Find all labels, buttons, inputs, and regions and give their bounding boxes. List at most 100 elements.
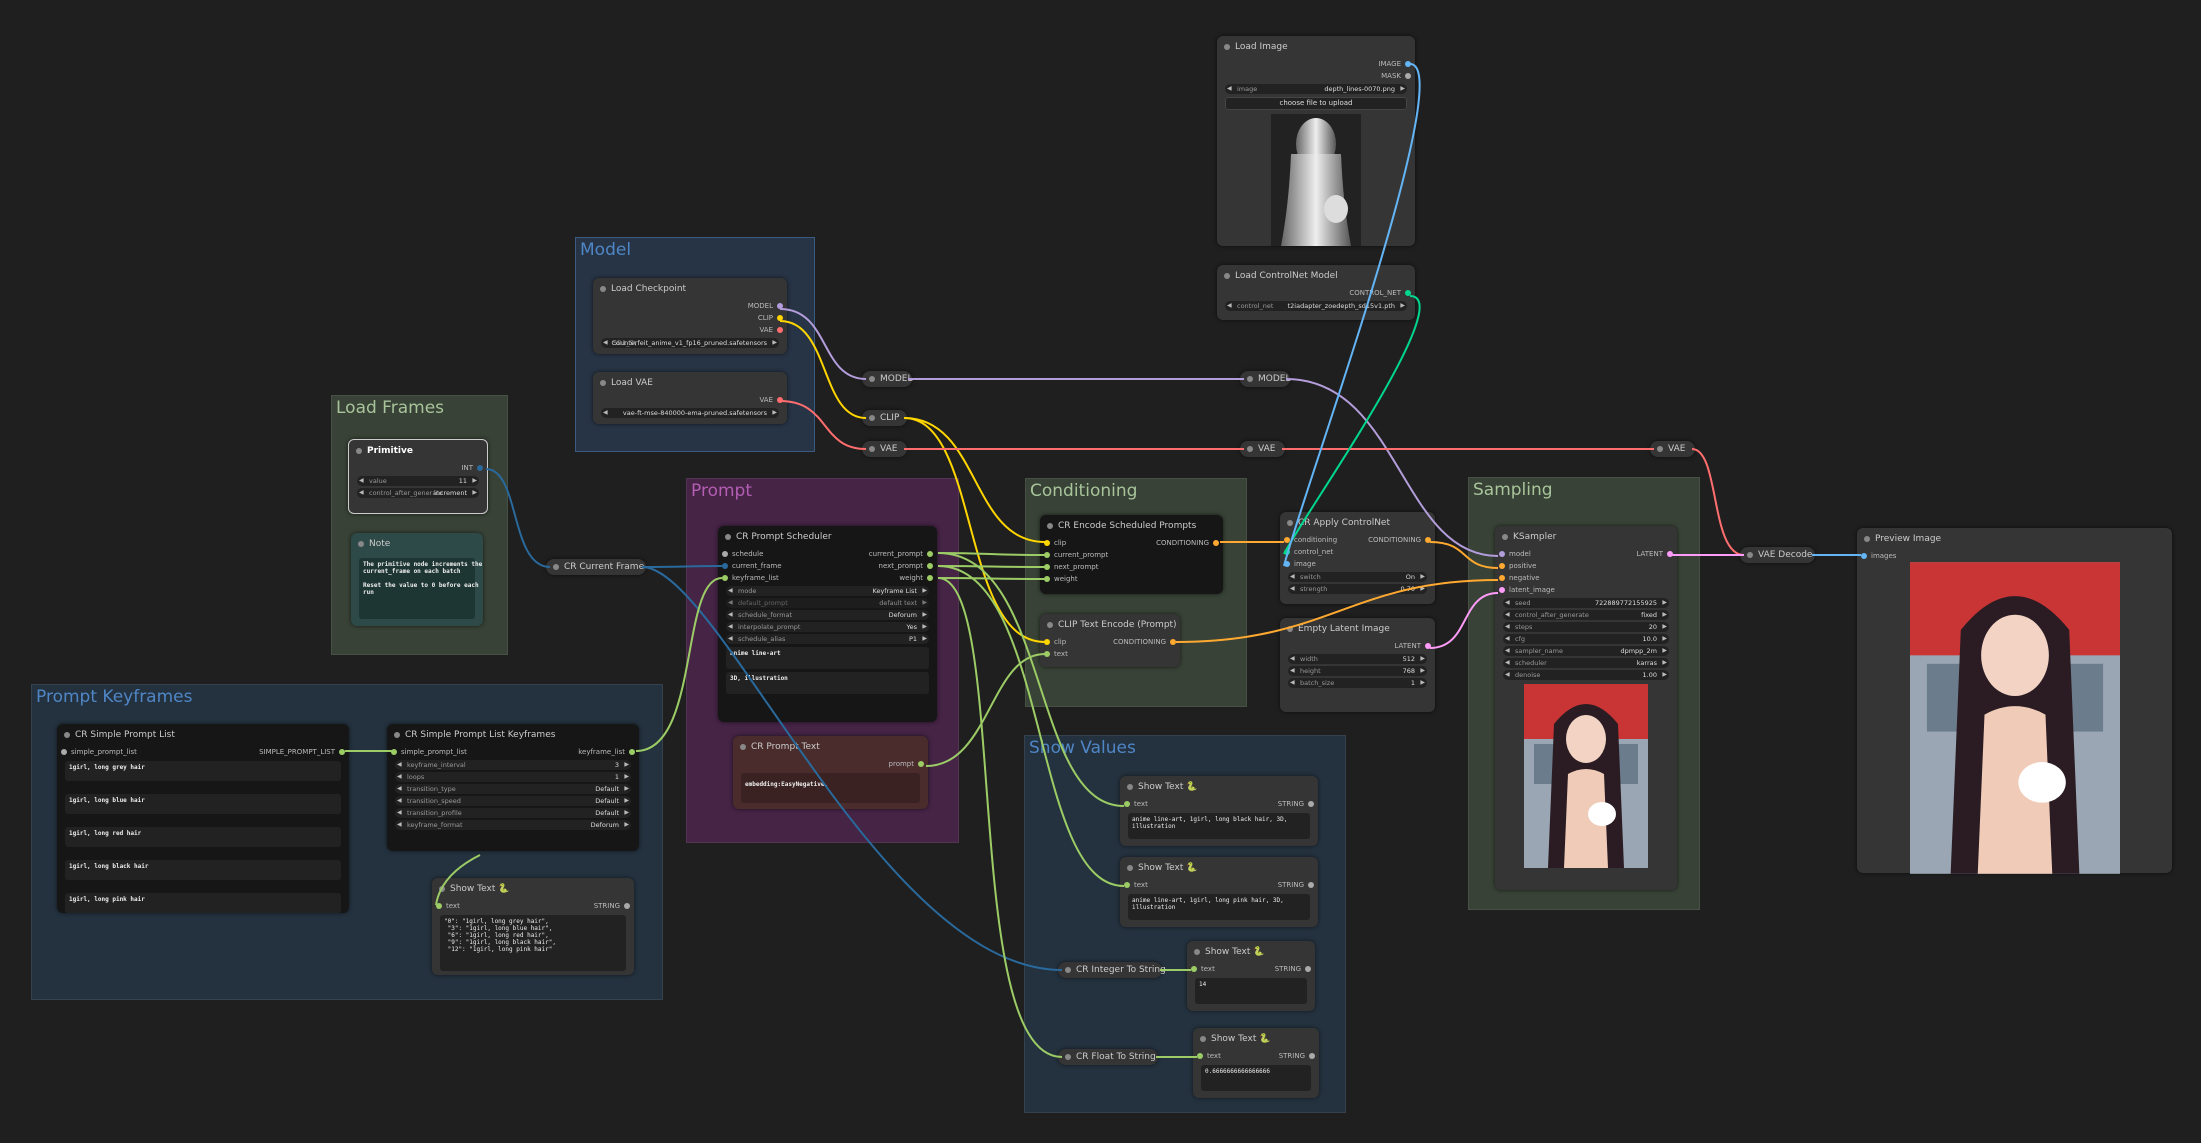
input-slot[interactable] bbox=[1499, 551, 1505, 557]
input-slot[interactable] bbox=[1197, 1053, 1203, 1059]
node-show-text-keyframes[interactable]: Show Text 🐍 text STRING "0": "1girl, lon… bbox=[432, 878, 634, 975]
node-cr-prompt-scheduler[interactable]: CR Prompt Scheduler schedule current_fra… bbox=[718, 526, 937, 722]
node-vae-decode[interactable]: VAE Decode bbox=[1740, 547, 1815, 563]
output-slot[interactable] bbox=[777, 303, 783, 309]
prompt-item-5[interactable]: 1girl, long pink hair bbox=[65, 893, 341, 913]
input-slot[interactable] bbox=[1044, 540, 1050, 546]
input-slot[interactable] bbox=[391, 749, 397, 755]
prompt-prepend-text[interactable]: anime line-art bbox=[726, 647, 929, 669]
input-slot[interactable] bbox=[1044, 639, 1050, 645]
output-slot[interactable] bbox=[629, 749, 635, 755]
output-slot[interactable] bbox=[477, 465, 483, 471]
input-slot[interactable] bbox=[1124, 882, 1130, 888]
input-slot[interactable] bbox=[722, 575, 728, 581]
prompt-append-text[interactable]: 3D, illustration bbox=[726, 672, 929, 694]
show-text-output[interactable]: anime line-art, 1girl, long pink hair, 3… bbox=[1128, 894, 1310, 920]
input-slot[interactable] bbox=[61, 749, 67, 755]
output-slot[interactable] bbox=[1213, 540, 1219, 546]
node-preview-image[interactable]: Preview Image images bbox=[1857, 528, 2172, 874]
reroute-vae-2[interactable]: VAE bbox=[1240, 441, 1285, 457]
note-text[interactable]: The primitive node increments the curren… bbox=[359, 558, 482, 619]
input-slot[interactable] bbox=[1284, 549, 1290, 555]
input-slot[interactable] bbox=[1284, 561, 1290, 567]
node-load-checkpoint[interactable]: Load Checkpoint MODEL CLIP VAE SD1_5\Cou… bbox=[593, 278, 787, 354]
reroute-vae[interactable]: VAE bbox=[862, 441, 907, 457]
input-slot[interactable] bbox=[1861, 553, 1867, 559]
reroute-model-2[interactable]: MODEL bbox=[1240, 371, 1290, 387]
control-net-combo[interactable]: control_nett2iadapter_zoedepth_sd15v1.pt… bbox=[1225, 301, 1407, 311]
node-note[interactable]: Note The primitive node increments the c… bbox=[351, 533, 483, 626]
show-text-output[interactable]: anime line-art, 1girl, long black hair, … bbox=[1128, 813, 1310, 839]
node-cr-simple-prompt-list[interactable]: CR Simple Prompt List simple_prompt_list… bbox=[57, 724, 349, 913]
input-slot[interactable] bbox=[1044, 651, 1050, 657]
output-slot[interactable] bbox=[1405, 290, 1411, 296]
output-slot[interactable] bbox=[1308, 882, 1314, 888]
output-slot[interactable] bbox=[777, 327, 783, 333]
input-slot[interactable] bbox=[1499, 587, 1505, 593]
show-text-output[interactable]: 0.6666666666666666 bbox=[1201, 1065, 1311, 1091]
output-slot[interactable] bbox=[1405, 73, 1411, 79]
node-show-text-weight[interactable]: Show Text 🐍 text STRING 0.66666666666666… bbox=[1193, 1028, 1319, 1098]
input-slot[interactable] bbox=[1044, 552, 1050, 558]
node-load-vae[interactable]: Load VAE VAE vae-ft-mse-840000-ema-prune… bbox=[593, 372, 787, 424]
input-slot[interactable] bbox=[722, 563, 728, 569]
input-slot[interactable] bbox=[1124, 801, 1130, 807]
input-slot[interactable] bbox=[1191, 966, 1197, 972]
output-slot[interactable] bbox=[1305, 966, 1311, 972]
node-show-text-current-prompt[interactable]: Show Text 🐍 text STRING anime line-art, … bbox=[1120, 776, 1318, 846]
output-slot[interactable] bbox=[1308, 801, 1314, 807]
show-text-output[interactable]: "0": "1girl, long grey hair", "3": "1gir… bbox=[440, 915, 626, 971]
ckpt-combo[interactable]: SD1_5\Counterfeit_anime_v1_fp16_pruned.s… bbox=[601, 338, 779, 348]
output-slot[interactable] bbox=[1425, 643, 1431, 649]
input-slot[interactable] bbox=[436, 903, 442, 909]
node-cr-apply-controlnet[interactable]: CR Apply ControlNet conditioning control… bbox=[1280, 512, 1435, 604]
output-slot[interactable] bbox=[777, 315, 783, 321]
output-slot[interactable] bbox=[1425, 537, 1431, 543]
prompt-text-area[interactable]: embedding:EasyNegative, bbox=[741, 773, 920, 803]
node-cr-simple-prompt-list-keyframes[interactable]: CR Simple Prompt List Keyframes simple_p… bbox=[387, 724, 639, 851]
input-slot[interactable] bbox=[1044, 576, 1050, 582]
reroute-vae-3[interactable]: VAE bbox=[1650, 441, 1695, 457]
output-slot[interactable] bbox=[624, 903, 630, 909]
prompt-item-4[interactable]: 1girl, long black hair bbox=[65, 860, 341, 880]
node-cr-prompt-text[interactable]: CR Prompt Text prompt embedding:EasyNega… bbox=[733, 736, 928, 809]
input-slot[interactable] bbox=[1499, 575, 1505, 581]
node-load-controlnet[interactable]: Load ControlNet Model CONTROL_NET contro… bbox=[1217, 265, 1415, 320]
show-text-output[interactable]: 14 bbox=[1195, 978, 1307, 1004]
output-slot[interactable] bbox=[1667, 551, 1673, 557]
reroute-clip[interactable]: CLIP bbox=[862, 410, 907, 426]
node-load-image[interactable]: Load Image IMAGE MASK imagedepth_lines-0… bbox=[1217, 36, 1415, 246]
node-ksampler[interactable]: KSampler model positive negative latent_… bbox=[1495, 526, 1677, 890]
node-cr-current-frame[interactable]: CR Current Frame bbox=[546, 559, 646, 575]
prompt-item-2[interactable]: 1girl, long blue hair bbox=[65, 794, 341, 814]
node-cr-encode-scheduled-prompts[interactable]: CR Encode Scheduled Prompts clip current… bbox=[1040, 515, 1223, 594]
reroute-model[interactable]: MODEL bbox=[862, 371, 912, 387]
node-cr-integer-to-string[interactable]: CR Integer To String bbox=[1058, 962, 1166, 978]
prompt-item-1[interactable]: 1girl, long grey hair bbox=[65, 761, 341, 781]
output-slot[interactable] bbox=[1405, 61, 1411, 67]
vae-combo[interactable]: vae-ft-mse-840000-ema-pruned.safetensors bbox=[601, 408, 779, 418]
